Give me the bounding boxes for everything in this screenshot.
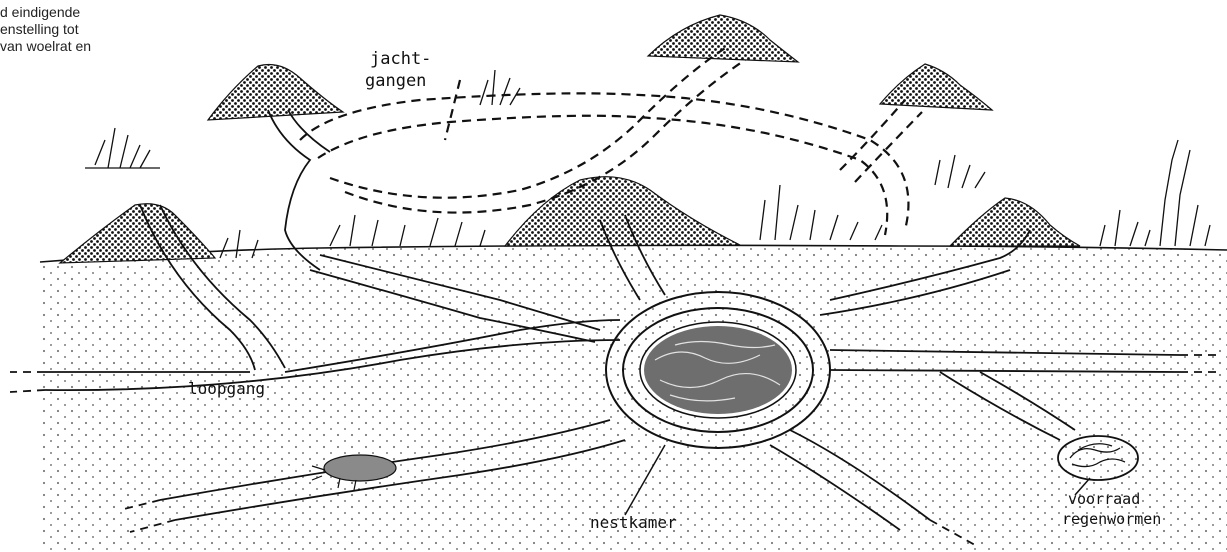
label-regenwormen: regenwormen — [1062, 510, 1161, 528]
label-loopgang: loopgang — [188, 379, 265, 398]
label-nestkamer: nestkamer — [590, 513, 677, 532]
tunnels-upper — [268, 110, 330, 270]
molehills-distant — [208, 15, 992, 120]
label-jacht: jacht- — [370, 49, 431, 69]
label-voorraad: voorraad — [1068, 490, 1140, 508]
label-gangen: gangen — [365, 71, 426, 91]
